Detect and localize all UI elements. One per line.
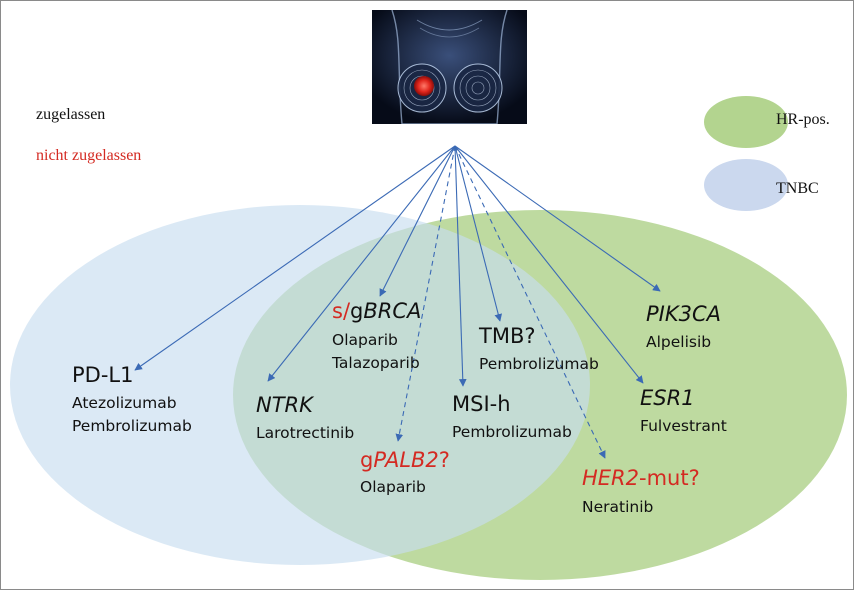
marker-esr1: ESR1 (640, 386, 695, 410)
arrow-her2 (454, 145, 606, 459)
marker-her2-gene: HER2 (582, 466, 640, 490)
marker-brca-g: g (350, 299, 364, 323)
legend-hr-pos-swatch (704, 96, 788, 148)
tnbc-ellipse (10, 205, 590, 565)
drug-tmb-1: Pembrolizumab (479, 355, 599, 373)
arrow-msih (454, 145, 467, 387)
drug-ntrk-1: Larotrectinib (256, 424, 355, 442)
marker-palb2: gPALB2? (360, 448, 450, 472)
drug-palb2-1: Olaparib (360, 478, 426, 496)
legend-tnbc-label: TNBC (776, 180, 819, 197)
drug-her2-1: Neratinib (582, 498, 654, 516)
marker-ntrk: NTRK (256, 393, 313, 417)
arrow-ntrk (267, 145, 456, 382)
marker-tmb: TMB? (479, 324, 536, 348)
arrow-esr1 (454, 145, 644, 384)
drug-pdl1-2: Pembrolizumab (72, 417, 192, 435)
drug-msih-1: Pembrolizumab (452, 423, 572, 441)
drug-brca-2: Talazoparib (332, 354, 420, 372)
legend-not-approved: nicht zugelassen (36, 147, 142, 164)
legend-hr-pos-label: HR-pos. (776, 111, 830, 128)
legend-tnbc-swatch (704, 159, 788, 211)
drug-brca-1: Olaparib (332, 331, 398, 349)
marker-brca-prefix: s/ (332, 299, 351, 323)
marker-msih: MSI-h (452, 392, 511, 416)
breast-anatomy-image (372, 10, 527, 124)
marker-her2-suffix: -mut? (639, 466, 700, 490)
marker-her2: HER2-mut? (582, 466, 700, 490)
breast-anatomy-icon (372, 10, 527, 124)
arrow-brca (379, 145, 456, 297)
arrow-pdl1 (134, 145, 456, 371)
drug-pdl1-1: Atezolizumab (72, 394, 177, 412)
marker-pik3ca: PIK3CA (646, 302, 722, 326)
marker-palb2-g: g (360, 448, 374, 472)
marker-palb2-suffix: ? (438, 448, 450, 472)
marker-brca: s/gBRCA (332, 299, 421, 323)
marker-brca-gene: BRCA (363, 299, 422, 323)
arrow-tmb (454, 145, 503, 322)
marker-palb2-gene: PALB2 (373, 448, 439, 472)
marker-pdl1: PD-L1 (72, 363, 134, 387)
arrow-pik3ca (454, 145, 661, 292)
legend-approved: zugelassen (36, 106, 106, 123)
drug-esr1-1: Fulvestrant (640, 417, 727, 435)
drug-pik3ca-1: Alpelisib (646, 333, 712, 351)
